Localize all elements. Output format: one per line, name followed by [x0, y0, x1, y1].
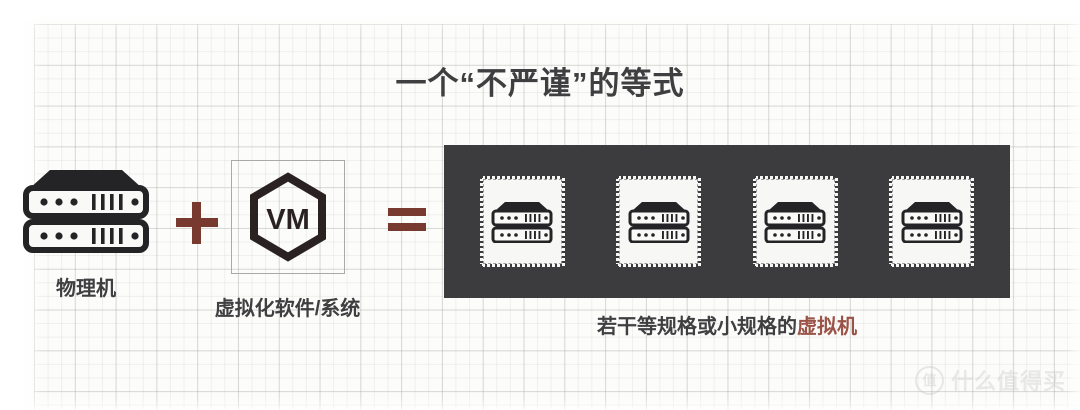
- virtual-machines-panel: [444, 145, 1010, 298]
- stamp-edge-bottom: [616, 264, 702, 267]
- virtualization-software-group: VM 虚拟化软件/系统: [205, 160, 370, 321]
- stamp-edge-top: [616, 176, 702, 179]
- stamp-edge-bottom: [889, 264, 975, 267]
- physical-machine-group: 物理机: [12, 168, 160, 301]
- watermark-logo-icon: 值: [914, 365, 944, 395]
- watermark-text: 什么值得买: [950, 369, 1066, 394]
- vm-hexagon-icon: VM: [249, 172, 326, 262]
- vm-card: [752, 176, 838, 267]
- equals-top-bar: [388, 208, 426, 216]
- stamp-edge-top: [752, 176, 838, 179]
- paper-edge-fade-bottom: [0, 396, 1080, 410]
- paper-edge-fade-top: [0, 0, 1080, 30]
- paper-edge-fade-right: [1064, 0, 1080, 410]
- server-rack-icon: [764, 201, 826, 243]
- stamp-edge-top: [479, 176, 565, 179]
- equals-bottom-bar: [388, 223, 426, 231]
- physical-machine-label: 物理机: [56, 278, 116, 300]
- stamp-edge-bottom: [752, 264, 838, 267]
- vm-card: [889, 176, 975, 267]
- virtual-machines-caption: 若干等规格或小规格的虚拟机: [444, 310, 1010, 339]
- vm-icon-frame: VM: [230, 160, 345, 274]
- server-rack-icon: [628, 201, 690, 243]
- stamp-edge-left: [479, 176, 483, 267]
- stamp-edge-bottom: [479, 264, 565, 267]
- stamp-edge-left: [889, 176, 893, 267]
- plus-vertical-bar: [192, 202, 201, 244]
- vm-card: [616, 176, 702, 267]
- stamp-edge-left: [752, 176, 756, 267]
- stamp-edge-right: [971, 176, 975, 267]
- stamp-edge-right: [834, 176, 838, 267]
- watermark: 值 什么值得买: [914, 364, 1066, 396]
- stamp-edge-top: [889, 176, 975, 179]
- page-title: 一个“不严谨”的等式: [395, 66, 685, 101]
- plus-operator-icon: [174, 200, 220, 246]
- stamp-edge-right: [561, 176, 565, 267]
- caption-prefix-text: 若干等规格或小规格的: [597, 316, 797, 338]
- vm-card: [479, 176, 565, 267]
- stamp-edge-left: [616, 176, 620, 267]
- virtualization-software-label: 虚拟化软件/系统: [214, 298, 361, 320]
- server-rack-icon: [23, 170, 149, 253]
- server-rack-icon: [491, 201, 553, 243]
- stamp-edge-right: [698, 176, 702, 267]
- vm-icon-text: VM: [266, 204, 310, 236]
- equals-operator-icon: [388, 207, 428, 237]
- server-rack-icon: [901, 201, 963, 243]
- caption-accent-text: 虚拟机: [797, 316, 857, 338]
